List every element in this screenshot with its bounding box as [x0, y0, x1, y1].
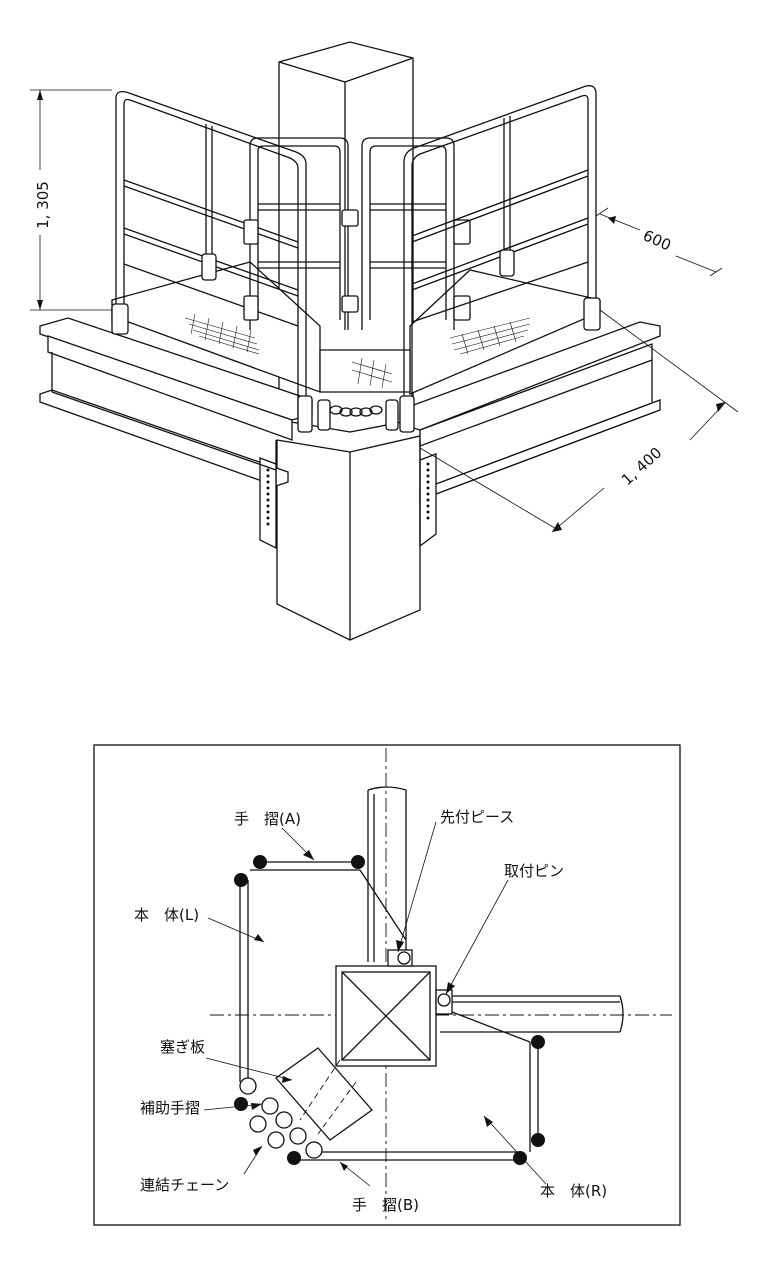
isometric-drawing: 1, 305 600 1, 400	[30, 41, 739, 641]
height-dimension	[30, 89, 112, 311]
plan-post-markers	[234, 855, 545, 1165]
beam-left-bolts	[266, 468, 270, 526]
plan-tip-piece	[387, 949, 413, 967]
plan-chain-rings	[239, 1077, 323, 1159]
label-body-left: 本 体(L)	[134, 906, 199, 924]
beam-left	[39, 317, 313, 550]
length-dimension	[419, 309, 739, 533]
label-chain: 連結チェーン	[140, 1176, 229, 1194]
label-body-right: 本 体(R)	[540, 1182, 607, 1200]
label-mount-pin: 取付ピン	[504, 862, 564, 880]
plan-column	[335, 965, 437, 1067]
plan-body-right	[300, 1011, 539, 1161]
handrail-inner-left	[243, 137, 359, 330]
label-tip-piece: 先付ピース	[440, 808, 514, 826]
plan-closing-plate	[275, 1047, 373, 1141]
handrail-inner-right	[361, 137, 471, 330]
plan-beam-right	[440, 995, 624, 1033]
handrail-right	[403, 85, 601, 420]
depth-dimension	[595, 207, 723, 277]
plan-view: 手 摺(A) 先付ピース 取付ピン 本 体(L) 塞ぎ板 補助手摺 連結チェーン…	[93, 744, 681, 1226]
plan-body-left	[239, 861, 407, 1082]
depth-dimension-label: 600	[640, 226, 673, 254]
label-handrail-b: 手 摺(B)	[352, 1196, 419, 1214]
plan-leader-arrows	[251, 850, 493, 1171]
length-dimension-label: 1, 400	[618, 444, 666, 489]
corner-chain	[297, 395, 415, 433]
label-closing-plate: 塞ぎ板	[160, 1038, 205, 1056]
label-handrail-a: 手 摺(A)	[234, 810, 301, 828]
grating-mesh	[184, 313, 531, 389]
height-dimension-label: 1, 305	[34, 181, 52, 229]
plan-mount-pin	[435, 989, 453, 1015]
label-aux-handrail: 補助手摺	[140, 1099, 200, 1117]
plan-beam-top	[367, 786, 407, 962]
handrail-left	[111, 90, 307, 420]
beam-right-bolts	[426, 462, 430, 520]
plan-view-frame	[93, 744, 681, 1226]
